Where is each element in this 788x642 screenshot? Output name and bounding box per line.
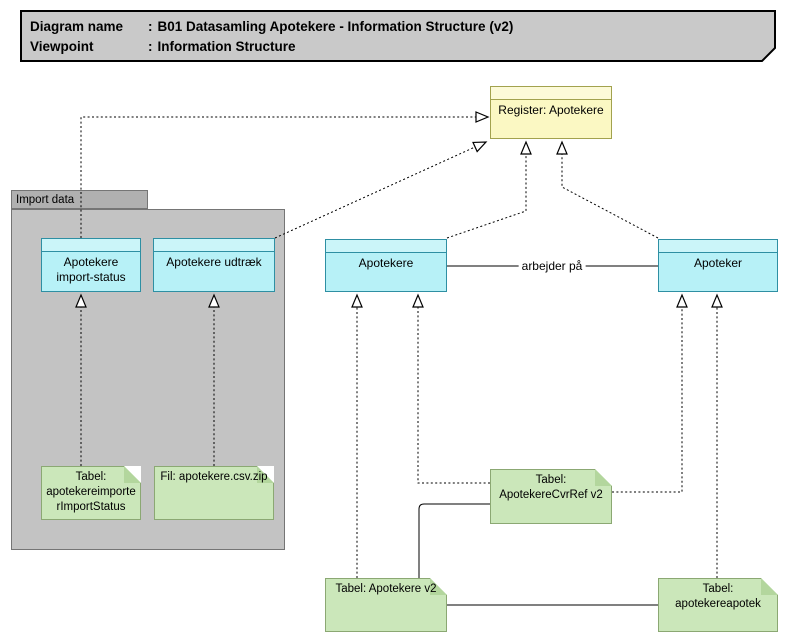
node-label: Apotekere udtræk xyxy=(166,255,262,269)
note-tabel-apotekereapotek[interactable]: Tabel: apotekereapotek xyxy=(658,578,778,632)
note-label: Tabel: apotekereapotek xyxy=(675,583,761,610)
realization-cvrref-to-apotekere xyxy=(412,293,490,484)
note-tabel-apotekerecvrref-v2[interactable]: Tabel: ApotekereCvrRef v2 xyxy=(490,469,612,524)
node-label: Apotekere import-status xyxy=(56,255,126,284)
object-header xyxy=(326,240,446,253)
diagram-name-label: Diagram name xyxy=(30,19,124,34)
link-cvrref-to-apotekere-v2 xyxy=(418,503,490,578)
diagram-title-shape xyxy=(20,10,776,62)
realization-apoteker-to-register xyxy=(556,140,659,239)
viewpoint-sep: : xyxy=(148,39,153,54)
viewpoint-line: Viewpoint: Information Structure xyxy=(30,37,776,57)
node-label: Apotekere xyxy=(358,256,414,270)
diagram-name-value: B01 Datasamling Apotekere - Information … xyxy=(157,19,514,34)
node-apotekere[interactable]: Apotekere xyxy=(325,239,447,292)
note-label: Fil: apotekere.csv.zip xyxy=(160,471,268,483)
node-register-apotekere[interactable]: Register: Apotekere xyxy=(490,86,612,139)
realization-cvrref-to-apoteker xyxy=(612,293,688,493)
diagram-title-block: Diagram name: B01 Datasamling Apotekere -… xyxy=(20,10,776,62)
node-apoteker[interactable]: Apoteker xyxy=(658,239,778,292)
realization-apotekere-to-register xyxy=(446,140,532,239)
note-tabel-apotekere-v2[interactable]: Tabel: Apotekere v2 xyxy=(325,578,447,632)
object-header xyxy=(491,87,611,100)
object-header xyxy=(154,239,274,252)
node-label: Apoteker xyxy=(693,256,743,270)
folder-import-data-label: Import data xyxy=(16,194,75,206)
note-tabel-apotekereimporterimportstatus[interactable]: Tabel: apotekereimporterImportStatus xyxy=(41,466,141,520)
viewpoint-label: Viewpoint xyxy=(30,39,94,54)
node-apotekere-import-status[interactable]: Apotekere import-status xyxy=(41,238,141,292)
diagram-name-sep: : xyxy=(148,19,153,34)
realization-udtraek-to-register xyxy=(274,141,488,239)
node-label: Register: Apotekere xyxy=(498,103,604,117)
title-note-shape xyxy=(20,10,776,62)
note-fil-apotekere-csv-zip[interactable]: Fil: apotekere.csv.zip xyxy=(154,466,274,520)
object-header xyxy=(659,240,777,253)
folder-import-data-tab[interactable]: Import data xyxy=(11,190,148,209)
association-label-arbejder-paa: arbejder på xyxy=(518,259,586,273)
diagram-name-line: Diagram name: B01 Datasamling Apotekere -… xyxy=(30,17,776,37)
note-label: Tabel: apotekereimporterImportStatus xyxy=(46,471,136,513)
object-header xyxy=(42,239,140,252)
note-label: Tabel: Apotekere v2 xyxy=(335,583,437,595)
node-apotekere-udtraek[interactable]: Apotekere udtræk xyxy=(153,238,275,292)
viewpoint-value: Information Structure xyxy=(157,39,296,54)
note-label: Tabel: ApotekereCvrRef v2 xyxy=(499,474,603,501)
